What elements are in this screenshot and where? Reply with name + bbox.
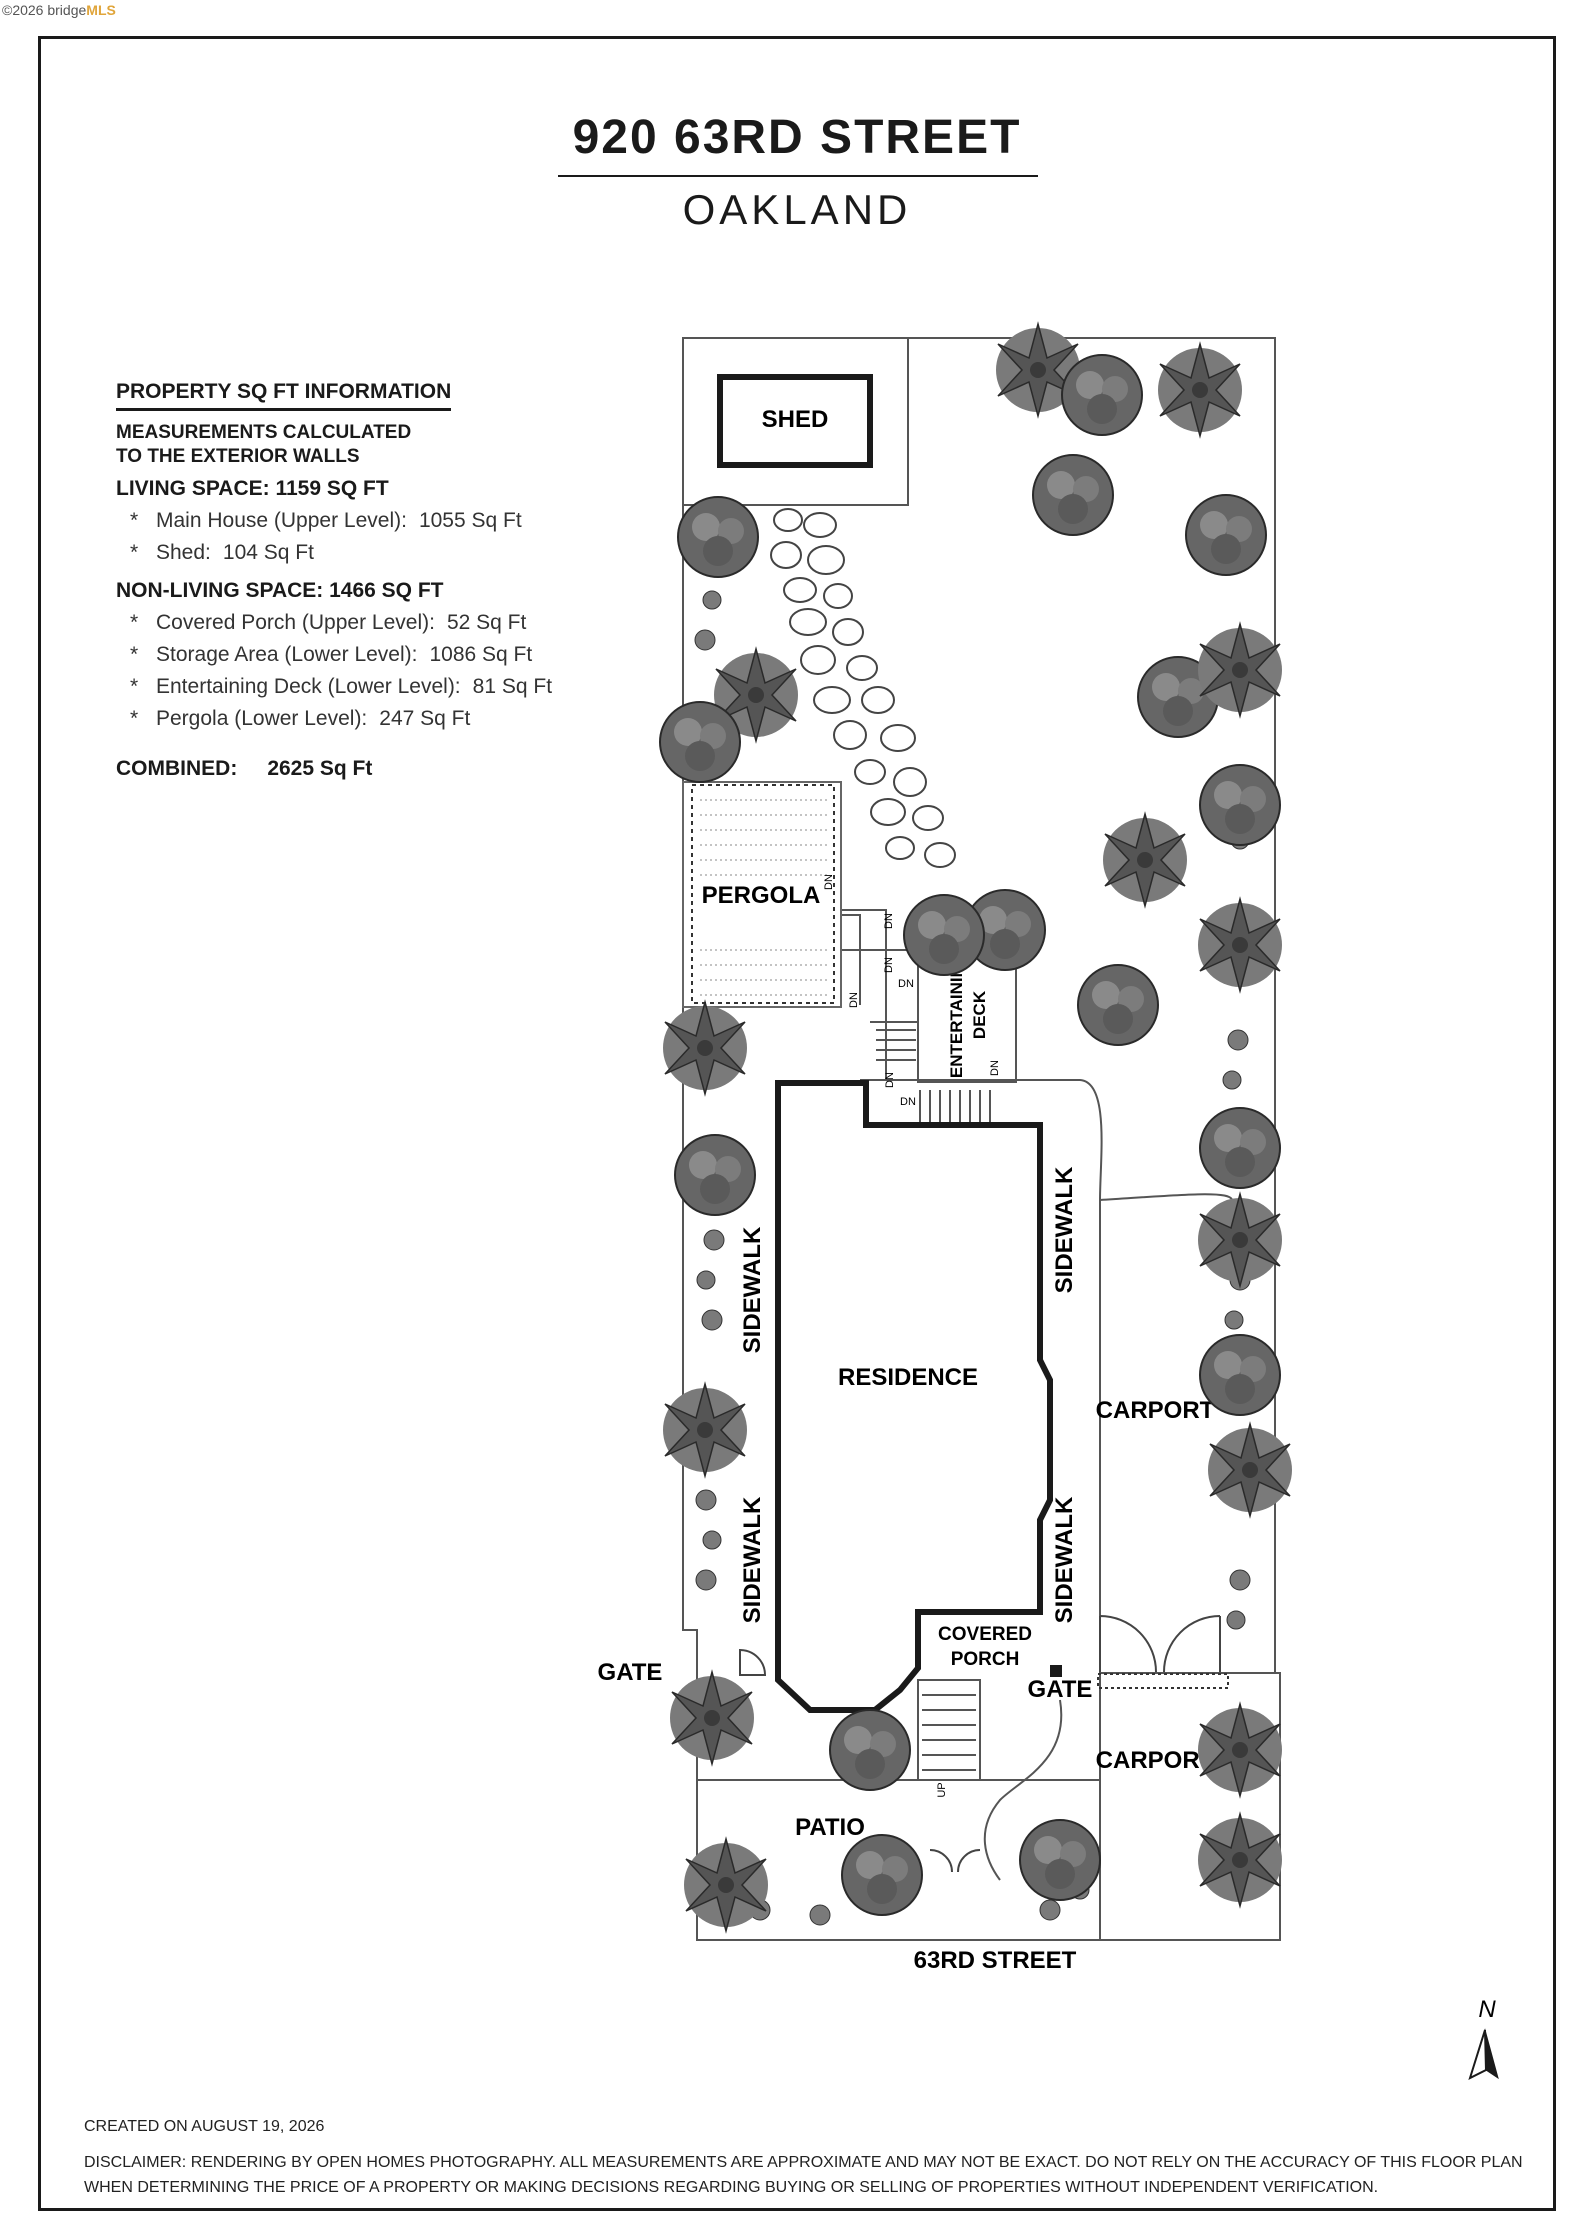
measurement-note: MEASUREMENTS CALCULATED TO THE EXTERIOR … — [116, 421, 636, 469]
residence-label: RESIDENCE — [838, 1364, 978, 1391]
living-item-main-house: *Main House (Upper Level):1055 Sq Ft — [130, 509, 522, 532]
carport-label-upper: CARPORT — [1096, 1397, 1215, 1424]
page-frame — [38, 36, 1556, 2211]
dn-marker: DN — [884, 1072, 896, 1088]
created-date: CREATED ON AUGUST 19, 2026 — [84, 2118, 325, 2135]
non-living-item-pergola: *Pergola (Lower Level):247 Sq Ft — [130, 707, 471, 730]
non-living-item-porch: *Covered Porch (Upper Level):52 Sq Ft — [130, 611, 527, 634]
item-value: 81 Sq Ft — [472, 675, 553, 698]
pergola — [682, 781, 842, 1008]
item-label: Main House (Upper Level): — [156, 509, 407, 532]
shed-label: SHED — [762, 406, 829, 433]
gate-label-front: GATE — [1028, 1676, 1093, 1703]
item-label: Covered Porch (Upper Level): — [156, 611, 435, 634]
north-arrow-icon — [1468, 2028, 1499, 2080]
living-space-title: LIVING SPACE: 1159 SQ FT — [116, 477, 389, 500]
sidewalk-label-right-upper: SIDEWALK — [1051, 1166, 1078, 1293]
item-value: 1055 Sq Ft — [418, 509, 522, 532]
dn-marker: DN — [883, 913, 895, 929]
non-living-item-deck: *Entertaining Deck (Lower Level):81 Sq F… — [130, 675, 553, 698]
item-value: 1086 Sq Ft — [429, 643, 533, 666]
info-heading: PROPERTY SQ FT INFORMATION — [116, 380, 452, 411]
front-gate — [929, 1849, 981, 1873]
dn-marker: DN — [848, 992, 860, 1008]
street-label: 63RD STREET — [914, 1947, 1077, 1974]
stepping-stones — [770, 508, 956, 868]
disclaimer: DISCLAIMER: RENDERING BY OPEN HOMES PHOT… — [84, 2150, 1524, 2200]
dn-marker: DN — [900, 1096, 916, 1108]
dn-marker: DN — [898, 978, 914, 990]
front-path — [983, 1699, 1063, 1881]
disclaimer-line-2: WHEN DETERMINING THE PRICE OF A PROPERTY… — [84, 2179, 1379, 2196]
sidewalk-label-right-lower: SIDEWALK — [1051, 1496, 1078, 1623]
sidewalk-label-left-upper: SIDEWALK — [739, 1226, 766, 1353]
watermark-brand: MLS — [86, 2, 116, 18]
title-divider — [558, 175, 1038, 177]
item-value: 104 Sq Ft — [222, 541, 314, 564]
shed-outline — [717, 374, 873, 468]
front-steps — [917, 1679, 981, 1781]
city-subtitle: OAKLAND — [682, 186, 912, 233]
living-item-shed: *Shed:104 Sq Ft — [130, 541, 314, 564]
north-label: N — [1478, 1996, 1496, 2023]
disclaimer-line-1: DISCLAIMER: RENDERING BY OPEN HOMES PHOT… — [84, 2154, 1523, 2171]
combined-label: COMBINED: — [116, 757, 238, 780]
residence-outline — [775, 1080, 1053, 1713]
item-value: 52 Sq Ft — [446, 611, 527, 634]
address-title: 920 63RD STREET — [572, 111, 1022, 164]
note-line-1: MEASUREMENTS CALCULATED — [116, 422, 412, 443]
sidewalk-label-left-lower: SIDEWALK — [739, 1496, 766, 1623]
note-line-2: TO THE EXTERIOR WALLS — [116, 446, 360, 467]
gate-label-left: GATE — [598, 1659, 663, 1686]
deck-label-line-1: ENTERTAINING — [947, 952, 966, 1078]
covered-porch-label-1: COVERED — [938, 1624, 1032, 1645]
non-living-space-title: NON-LIVING SPACE: 1466 SQ FT — [116, 579, 444, 602]
pergola-label: PERGOLA — [702, 882, 821, 909]
item-label: Pergola (Lower Level): — [156, 707, 368, 730]
patio-label: PATIO — [795, 1814, 865, 1841]
carport-gate — [1097, 1615, 1229, 1689]
item-label: Entertaining Deck (Lower Level): — [156, 675, 461, 698]
sqft-info-panel: PROPERTY SQ FT INFORMATION MEASUREMENTS … — [116, 380, 636, 781]
porch-post — [1050, 1665, 1062, 1677]
dn-marker: DN — [883, 957, 895, 973]
item-value: 247 Sq Ft — [379, 707, 471, 730]
item-label: Storage Area (Lower Level): — [156, 643, 418, 666]
covered-porch-label-2: PORCH — [951, 1649, 1020, 1670]
up-marker: UP — [936, 1782, 948, 1797]
carport-label-lower: CARPORT — [1096, 1747, 1215, 1774]
combined-total: COMBINED: 2625 Sq Ft — [116, 757, 636, 781]
watermark-copyright: ©2026 bridge — [2, 2, 87, 18]
side-gate — [739, 1648, 767, 1676]
deck-label-line-2: DECK — [970, 990, 989, 1039]
combined-value: 2625 Sq Ft — [267, 757, 373, 780]
non-living-item-storage: *Storage Area (Lower Level):1086 Sq Ft — [130, 643, 533, 666]
dn-marker: DN — [989, 1060, 1001, 1076]
mls-watermark: ©2026 bridgeMLS — [2, 2, 116, 18]
dn-marker: DN — [823, 874, 835, 890]
item-label: Shed: — [156, 541, 211, 564]
